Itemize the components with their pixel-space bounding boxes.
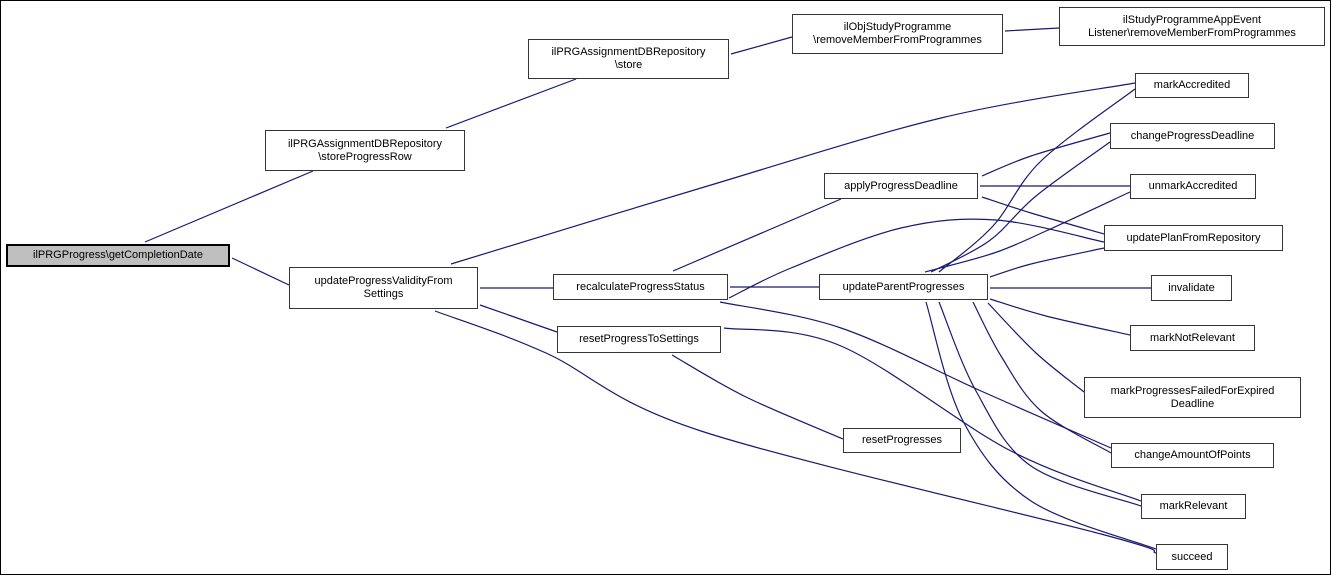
node-store[interactable]: ilPRGAssignmentDBRepository \store bbox=[528, 39, 729, 79]
node-updateParentProgresses[interactable]: updateParentProgresses bbox=[819, 274, 988, 300]
edge-changeProgressDeadline-to-applyProgressDeadline bbox=[981, 132, 1111, 177]
node-removeMemberFromProgrammes[interactable]: ilObjStudyProgramme \removeMemberFromPro… bbox=[792, 14, 1003, 54]
node-updatePlanFromRepository[interactable]: updatePlanFromRepository bbox=[1104, 225, 1283, 251]
node-resetProgressToSettings[interactable]: resetProgressToSettings bbox=[557, 326, 721, 353]
node-changeAmountOfPoints[interactable]: changeAmountOfPoints bbox=[1111, 443, 1274, 468]
node-succeed[interactable]: succeed bbox=[1156, 544, 1228, 570]
edge-succeed-to-updateParentProgresses bbox=[925, 301, 1157, 550]
node-markAccredited[interactable]: markAccredited bbox=[1135, 73, 1249, 98]
edge-markAccredited-to-updateProgressValidityFromSettings bbox=[450, 82, 1136, 265]
edge-updateProgressValidityFromSettings-to-getCompletionDate bbox=[231, 257, 290, 286]
node-applyProgressDeadline[interactable]: applyProgressDeadline bbox=[824, 173, 978, 199]
node-changeProgressDeadline[interactable]: changeProgressDeadline bbox=[1110, 123, 1275, 149]
node-unmarkAccredited[interactable]: unmarkAccredited bbox=[1130, 174, 1256, 199]
edge-store-to-storeProgressRow bbox=[445, 78, 577, 129]
edge-updatePlanFromRepository-to-updateParentProgresses bbox=[989, 247, 1105, 278]
node-invalidate[interactable]: invalidate bbox=[1151, 275, 1232, 301]
edge-storeProgressRow-to-getCompletionDate bbox=[144, 170, 314, 243]
edge-updatePlanFromRepository-to-recalculateProgressStatus bbox=[728, 218, 1105, 299]
node-updateProgressValidityFromSettings[interactable]: updateProgressValidityFrom Settings bbox=[289, 267, 478, 309]
edge-updatePlanFromRepository-to-applyProgressDeadline bbox=[981, 196, 1105, 235]
edge-changeAmountOfPoints-to-recalculateProgressStatus bbox=[719, 301, 1112, 449]
edge-listenerRemoveMemberFromProgrammes-to-removeMemberFromProgrammes bbox=[1004, 27, 1060, 32]
edge-unmarkAccredited-to-updateParentProgresses bbox=[924, 191, 1131, 273]
node-resetProgresses[interactable]: resetProgresses bbox=[843, 428, 961, 453]
edge-markRelevant-to-updateParentProgresses bbox=[938, 301, 1142, 507]
edge-succeed-to-updateProgressValidityFromSettings bbox=[434, 310, 1157, 554]
edge-resetProgresses-to-resetProgressToSettings bbox=[671, 354, 844, 440]
edge-removeMemberFromProgrammes-to-store bbox=[730, 36, 793, 55]
node-markNotRelevant[interactable]: markNotRelevant bbox=[1130, 325, 1255, 351]
node-recalculateProgressStatus[interactable]: recalculateProgressStatus bbox=[553, 274, 728, 300]
node-getCompletionDate[interactable]: ilPRGProgress\getCompletionDate bbox=[6, 244, 230, 267]
edge-markNotRelevant-to-updateParentProgresses bbox=[989, 298, 1131, 336]
edge-resetProgressToSettings-to-updateProgressValidityFromSettings bbox=[479, 304, 558, 333]
edge-markAccredited-to-updateParentProgresses bbox=[938, 88, 1136, 273]
node-markProgressesFailedForExpiredDeadline[interactable]: markProgressesFailedForExpired Deadline bbox=[1084, 377, 1301, 418]
edge-applyProgressDeadline-to-recalculateProgressStatus bbox=[672, 198, 842, 272]
node-markRelevant[interactable]: markRelevant bbox=[1141, 494, 1246, 519]
node-listenerRemoveMemberFromProgrammes[interactable]: ilStudyProgrammeAppEvent Listener\remove… bbox=[1059, 7, 1325, 46]
edge-changeProgressDeadline-to-updateParentProgresses bbox=[930, 141, 1111, 273]
edge-markRelevant-to-resetProgressToSettings bbox=[723, 327, 1142, 502]
node-storeProgressRow[interactable]: ilPRGAssignmentDBRepository \storeProgre… bbox=[265, 130, 465, 171]
edge-markProgressesFailedForExpiredDeadline-to-updateParentProgresses bbox=[987, 302, 1085, 393]
edge-changeAmountOfPoints-to-updateParentProgresses bbox=[972, 301, 1112, 454]
